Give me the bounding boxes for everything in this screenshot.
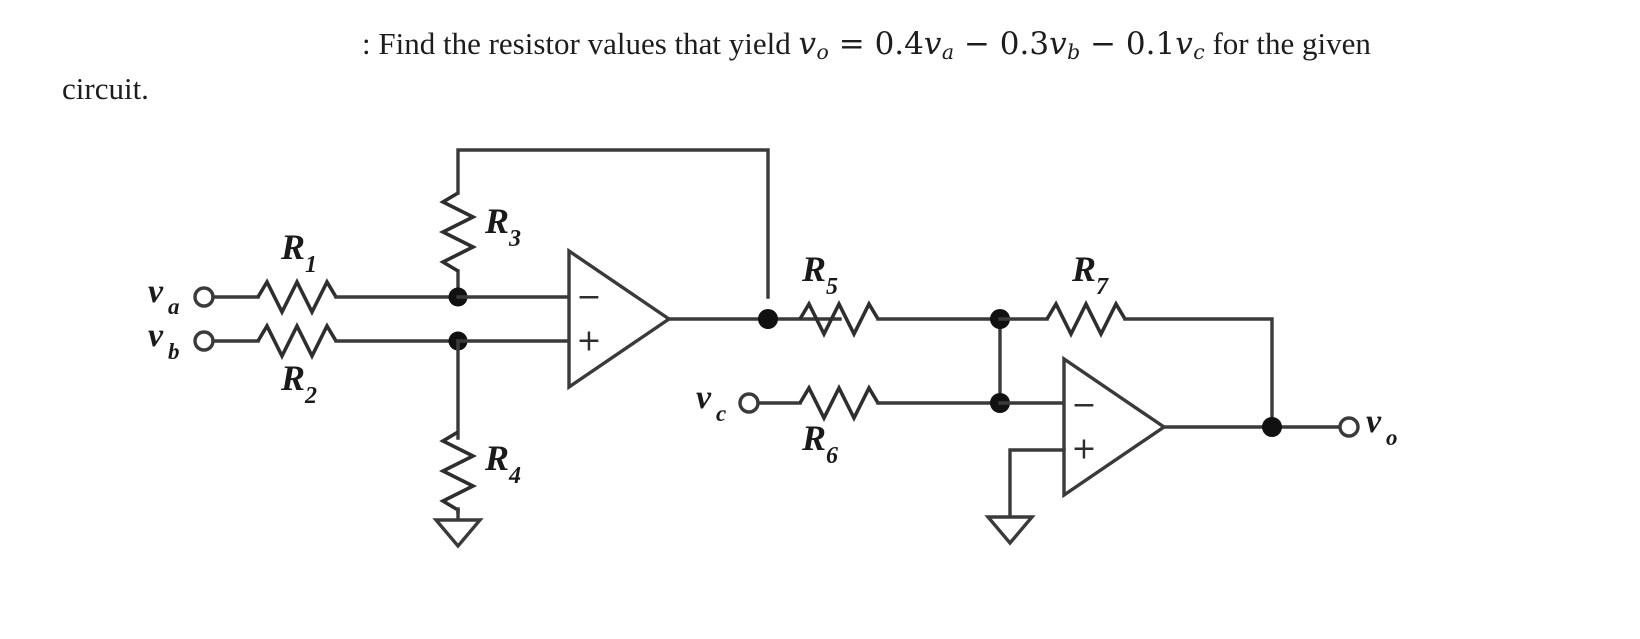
label-r4: R 4 xyxy=(484,438,521,489)
label-vb-sub: b xyxy=(168,339,180,364)
label-r5-sub: 5 xyxy=(826,274,838,300)
label-vo: v o xyxy=(1366,403,1398,450)
equation-term1-coef: 0.4 xyxy=(874,26,924,62)
label-r3-name: R xyxy=(484,201,509,241)
opamp-u1-plus-sign: + xyxy=(576,324,601,359)
label-r6: R 6 xyxy=(801,418,838,469)
label-r1-sub: 1 xyxy=(305,252,317,278)
resistor-r1 xyxy=(256,277,460,317)
target-equation: vo = 0.4va − 0.3vb − 0.1vc xyxy=(798,26,1205,64)
opamp-u2-plus-sign: + xyxy=(1071,432,1096,467)
equation-term1-var: v xyxy=(923,26,942,62)
resistor-r6 xyxy=(798,383,1002,423)
equation-lhs-sub: o xyxy=(816,39,829,64)
equation-term1-sub: a xyxy=(941,39,955,64)
opamp-u1-minus-sign: − xyxy=(576,280,601,315)
equation-term3-sub: c xyxy=(1193,39,1205,64)
ground-symbol-1 xyxy=(432,518,484,549)
input-terminal-vc xyxy=(738,392,802,414)
circuit-svg: − + xyxy=(148,148,1398,549)
label-r1: R 1 xyxy=(280,227,317,278)
label-vo-name: v xyxy=(1366,403,1382,440)
label-r6-name: R xyxy=(801,418,826,458)
label-va-name: v xyxy=(148,273,164,310)
equation-term3-var: v xyxy=(1175,26,1193,62)
problem-line-1-text: Find the resistor values that yield xyxy=(378,26,791,61)
resistor-r4 xyxy=(438,339,478,514)
resistor-r7 xyxy=(998,299,1274,434)
label-r6-sub: 6 xyxy=(826,443,838,469)
label-r3: R 3 xyxy=(484,201,521,252)
label-vc: v c xyxy=(696,379,726,426)
label-r2-name: R xyxy=(280,358,305,398)
equation-term2-var: v xyxy=(1049,26,1067,62)
resistor-r2 xyxy=(256,321,460,361)
equation-equals: = xyxy=(838,26,865,62)
label-r3-sub: 3 xyxy=(508,226,521,252)
input-terminal-vb xyxy=(193,330,260,352)
equation-op1: − xyxy=(963,26,990,62)
label-vo-sub: o xyxy=(1386,425,1398,450)
label-r5: R 5 xyxy=(801,249,838,300)
label-r4-sub: 4 xyxy=(508,463,521,489)
label-va-sub: a xyxy=(168,294,180,319)
problem-statement: : Find the resistor values that yield vo… xyxy=(62,22,1562,111)
label-r2-sub: 2 xyxy=(304,383,317,409)
label-vc-sub: c xyxy=(716,401,726,426)
label-vc-name: v xyxy=(696,379,712,416)
wire-u2-plus-to-ground xyxy=(1008,448,1066,519)
label-r7: R 7 xyxy=(1071,249,1109,300)
node-u1-output xyxy=(758,309,778,329)
problem-line-2: circuit. xyxy=(62,70,149,106)
label-r1-name: R xyxy=(280,227,305,267)
label-r2: R 2 xyxy=(280,358,317,409)
equation-term3-coef: 0.1 xyxy=(1125,26,1176,62)
equation-op2: − xyxy=(1090,26,1117,62)
opamp-u2: − + xyxy=(1062,355,1168,499)
opamp-u1: − + xyxy=(567,247,673,391)
label-va: v a xyxy=(148,273,180,319)
circuit-diagram: − + xyxy=(0,120,1640,620)
output-terminal-vo xyxy=(1338,416,1360,438)
label-r7-name: R xyxy=(1071,249,1096,289)
equation-term2-coef: 0.3 xyxy=(999,26,1050,62)
opamp-u2-minus-sign: − xyxy=(1071,388,1096,423)
equation-lhs: v xyxy=(798,26,817,62)
input-terminal-va xyxy=(193,286,260,308)
label-r7-sub: 7 xyxy=(1096,274,1109,300)
resistor-r5 xyxy=(798,299,1002,339)
ground-symbol-2 xyxy=(984,515,1036,546)
label-r4-name: R xyxy=(484,438,509,478)
problem-line-1: : Find the resistor values that yield vo… xyxy=(62,22,1562,67)
problem-lead-colon: : xyxy=(362,26,371,61)
equation-term2-sub: b xyxy=(1067,39,1081,64)
node-u2-output xyxy=(1262,417,1282,437)
label-r5-name: R xyxy=(801,249,826,289)
label-vb: v b xyxy=(148,317,180,364)
label-vb-name: v xyxy=(148,317,164,354)
problem-line-1-tail: for the given xyxy=(1212,26,1371,61)
